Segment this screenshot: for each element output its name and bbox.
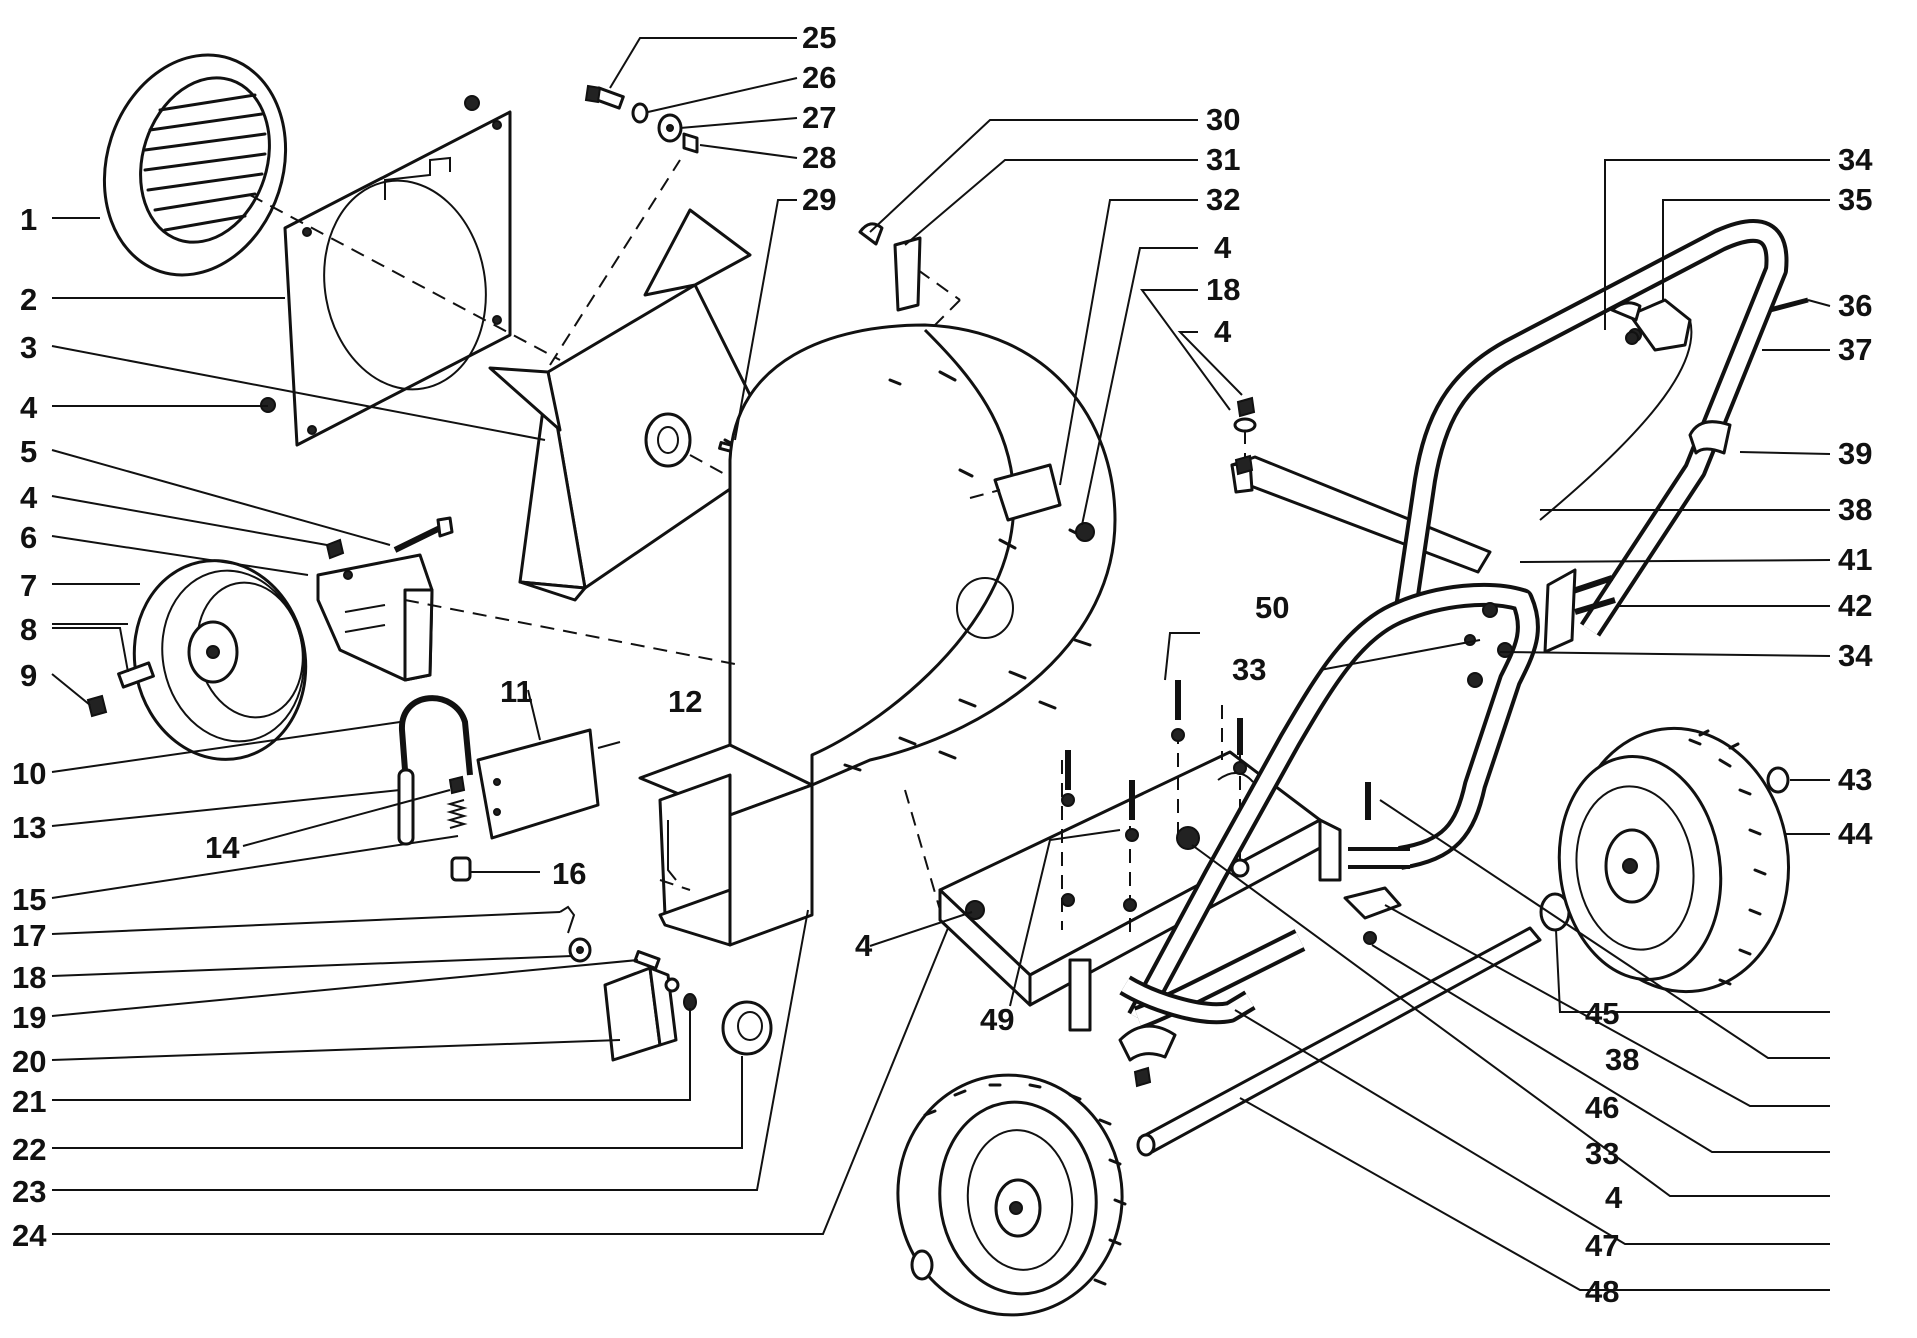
bolt-washer-nut-set [584, 84, 699, 154]
rear-axle [1136, 926, 1542, 1157]
clamp-plate [476, 728, 600, 840]
switch-box-assembly [559, 905, 773, 1062]
push-handle [1119, 218, 1789, 1030]
callout-35: 35 [1838, 182, 1872, 217]
callout-22: 22 [12, 1132, 46, 1167]
handle-bolts [1543, 568, 1616, 654]
callout-18: 18 [12, 960, 46, 995]
callout-41: 41 [1838, 542, 1872, 577]
wheel-bracket [316, 553, 741, 682]
callout-36: 36 [1838, 288, 1872, 323]
callout-25: 25 [802, 20, 836, 55]
callout-46: 46 [1585, 1090, 1619, 1125]
retaining-ring [1766, 766, 1790, 794]
callout-15: 15 [12, 882, 46, 917]
callout-38: 38 [1838, 492, 1872, 527]
callout-33: 33 [1232, 652, 1266, 687]
callout-13: 13 [12, 810, 46, 845]
callout-4: 4 [1214, 230, 1232, 265]
callout-34: 34 [1838, 638, 1873, 673]
inlet-plate [249, 95, 561, 447]
callout-3: 3 [20, 330, 37, 365]
callout-30: 30 [1206, 102, 1240, 137]
frame-bolts [1061, 680, 1377, 945]
axle-saddle [1118, 1024, 1177, 1062]
intake-grille [102, 53, 288, 277]
blower-scroll-housing [728, 323, 1117, 787]
callout-33: 33 [1585, 1136, 1619, 1171]
callout-18: 18 [1206, 272, 1240, 307]
rear-wheel-right [1557, 726, 1791, 994]
callout-2: 2 [20, 282, 37, 317]
callout-20: 20 [12, 1044, 46, 1079]
callout-47: 47 [1585, 1228, 1619, 1263]
callout-49: 49 [980, 1002, 1014, 1037]
spring-latch-assembly [397, 768, 472, 882]
callout-32: 32 [1206, 182, 1240, 217]
callout-5: 5 [20, 434, 37, 469]
callout-numbers: 1 2 3 4 5 4 6 7 8 9 10 11 12 13 14 15 16… [12, 20, 1873, 1309]
callout-24: 24 [12, 1218, 47, 1253]
callout-39: 39 [1838, 436, 1872, 471]
callout-10: 10 [12, 756, 46, 791]
callout-17: 17 [12, 918, 46, 953]
callout-31: 31 [1206, 142, 1240, 177]
callout-16: 16 [552, 856, 586, 891]
callout-23: 23 [12, 1174, 46, 1209]
callout-37: 37 [1838, 332, 1872, 367]
callout-38: 38 [1605, 1042, 1639, 1077]
callout-43: 43 [1838, 762, 1872, 797]
axle-pin [117, 661, 155, 689]
callout-21: 21 [12, 1084, 46, 1119]
callout-9: 9 [20, 658, 37, 693]
callout-50: 50 [1255, 590, 1289, 625]
callout-4: 4 [20, 480, 38, 515]
u-bolt [398, 695, 473, 776]
front-wheel [132, 559, 308, 761]
callout-27: 27 [802, 100, 836, 135]
callout-19: 19 [12, 1000, 46, 1035]
callout-4: 4 [1605, 1180, 1623, 1215]
bracket-bolt [325, 516, 454, 560]
callout-8: 8 [20, 612, 37, 647]
callout-28: 28 [802, 140, 836, 175]
callout-48: 48 [1585, 1274, 1619, 1309]
callout-6: 6 [20, 520, 37, 555]
callout-42: 42 [1838, 588, 1872, 623]
callout-11: 11 [500, 674, 533, 709]
callout-14: 14 [205, 830, 240, 865]
callout-4: 4 [1214, 314, 1232, 349]
callout-26: 26 [802, 60, 836, 95]
callout-7: 7 [20, 568, 37, 603]
discharge-chute [638, 743, 814, 947]
axle-bracket [1343, 886, 1402, 920]
callout-4: 4 [855, 928, 873, 963]
callout-1: 1 [20, 202, 37, 237]
axle-nut [86, 694, 108, 718]
callout-29: 29 [802, 182, 836, 217]
throttle-control [1539, 297, 1809, 521]
rear-wheel-left [896, 1073, 1127, 1317]
hose-clip-set [839, 222, 961, 421]
callout-34: 34 [1838, 142, 1873, 177]
callout-4: 4 [20, 390, 38, 425]
leader-lines [51, 37, 1831, 1291]
cable-clip [1688, 420, 1732, 455]
base-frame [904, 705, 1342, 1032]
callout-44: 44 [1838, 816, 1873, 851]
callout-12: 12 [668, 684, 702, 719]
callout-45: 45 [1585, 996, 1619, 1031]
